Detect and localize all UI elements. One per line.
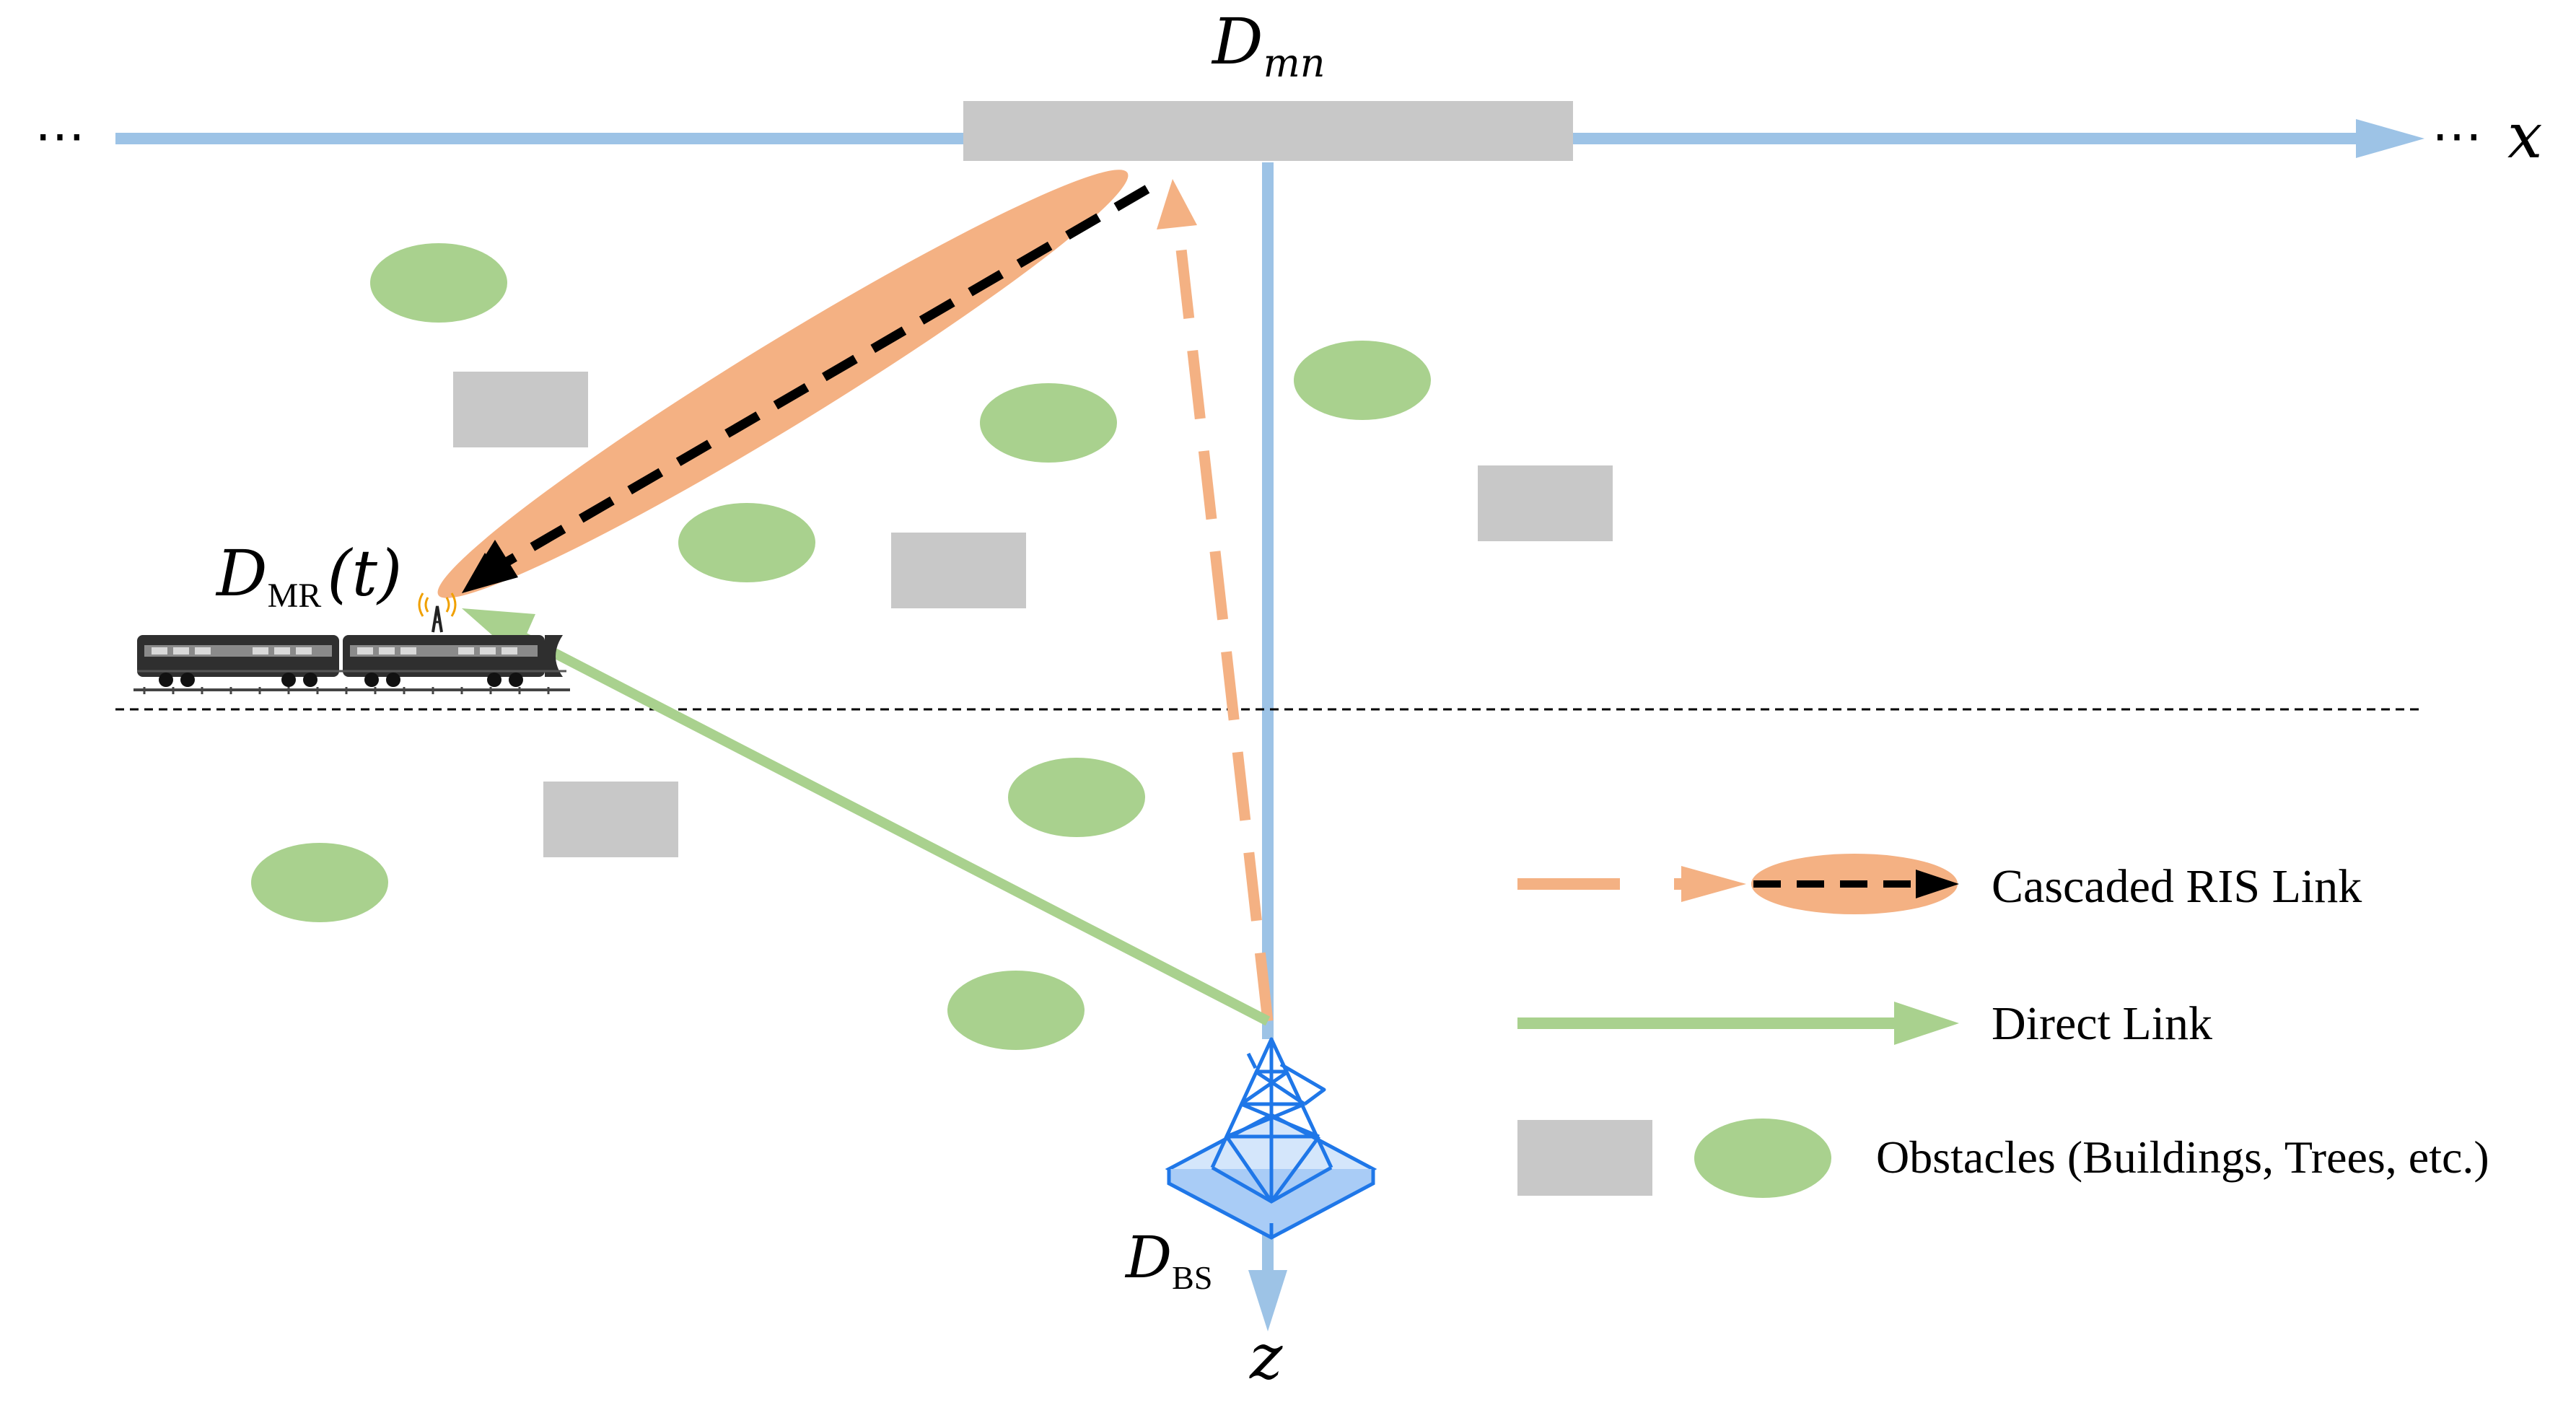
antenna-icon: [418, 592, 457, 633]
building-obstacle: [453, 372, 588, 447]
tree-obstacle: [251, 843, 388, 922]
buildings: [453, 372, 1613, 857]
tree-obstacle: [1008, 758, 1145, 837]
train-icon: [133, 635, 570, 694]
building-obstacle: [543, 782, 678, 857]
legend-obstacles-label: Obstacles (Buildings, Trees, etc.): [1876, 1132, 2489, 1183]
x-axis: [115, 119, 2424, 158]
building-obstacle: [891, 533, 1026, 608]
bs-to-ris-link: [1157, 179, 1274, 1022]
cascaded-beam: [437, 170, 1150, 598]
cell-tower-icon: [1165, 1037, 1377, 1240]
legend-direct-label: Direct Link: [1992, 997, 2212, 1050]
tree-obstacle: [370, 243, 507, 323]
tree-obstacle: [947, 971, 1085, 1050]
z-axis-arrowhead: [1248, 1270, 1287, 1331]
mr-label: DMR(t): [215, 536, 402, 615]
legend-direct: Direct Link: [1517, 997, 2212, 1050]
legend-obstacles: Obstacles (Buildings, Trees, etc.): [1517, 1119, 2489, 1198]
ris-label: Dmn: [1211, 4, 1326, 86]
cascaded-beam-arrowhead: [462, 540, 518, 593]
z-axis-label: z: [1249, 1321, 1283, 1393]
bs-label: DBS: [1124, 1224, 1212, 1296]
building-obstacle: [1478, 465, 1613, 541]
legend-cascaded-label: Cascaded RIS Link: [1992, 860, 2362, 913]
x-axis-arrowhead: [2356, 119, 2424, 158]
left-ellipsis: ⋯: [35, 109, 85, 165]
right-ellipsis: ⋯: [2432, 109, 2482, 165]
tree-obstacle: [1294, 341, 1431, 420]
x-axis-label: x: [2507, 100, 2543, 172]
legend: Cascaded RIS Link Direct Link Obstacles …: [1517, 854, 2489, 1198]
trees: [251, 243, 1431, 1050]
tree-obstacle: [678, 503, 815, 582]
bs-to-ris-arrowhead: [1157, 179, 1197, 229]
ris-panel: [963, 101, 1573, 161]
legend-cascaded: Cascaded RIS Link: [1517, 854, 2362, 914]
tree-obstacle: [980, 383, 1117, 463]
